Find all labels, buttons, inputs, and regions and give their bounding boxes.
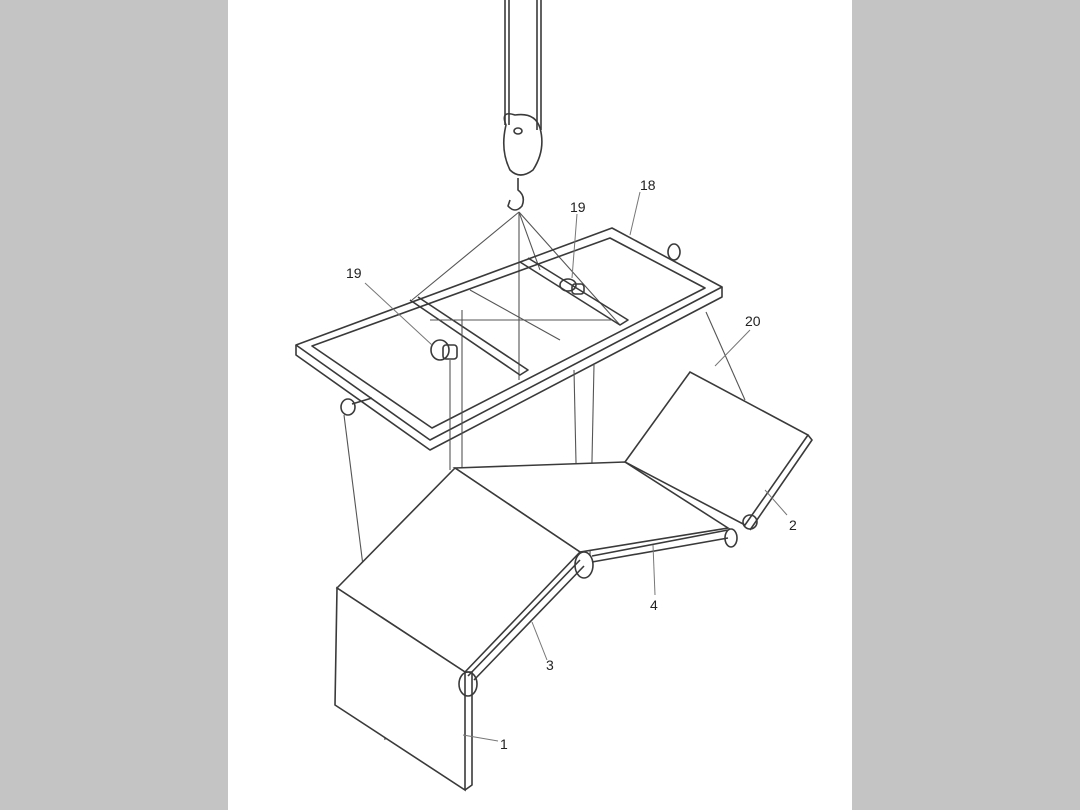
- crane-cables: [504, 0, 542, 130]
- label-18: 18: [640, 177, 656, 193]
- part-labels: 18 19 19 20 2 4 3 1: [346, 177, 797, 752]
- lifting-slings: [411, 211, 621, 380]
- winch-left-icon: [430, 339, 458, 361]
- label-20: 20: [745, 313, 761, 329]
- label-19-left: 19: [346, 265, 362, 281]
- label-2: 2: [789, 517, 797, 533]
- winch-right-icon: [559, 278, 585, 295]
- frame-pins: [340, 243, 681, 416]
- technical-drawing: 18 19 19 20 2 4 3 1: [295, 0, 813, 792]
- label-4: 4: [650, 597, 658, 613]
- spreader-frame: [295, 227, 723, 451]
- panels: [334, 370, 813, 792]
- label-3: 3: [546, 657, 554, 673]
- leader-lines: [364, 191, 788, 742]
- hinge-rods: [467, 529, 729, 681]
- hinge-knuckles: [458, 514, 758, 697]
- pulley-block-icon: [502, 112, 543, 211]
- drawing-sheet: 18 19 19 20 2 4 3 1: [228, 0, 852, 810]
- label-1: 1: [500, 736, 508, 752]
- label-19-right: 19: [570, 199, 586, 215]
